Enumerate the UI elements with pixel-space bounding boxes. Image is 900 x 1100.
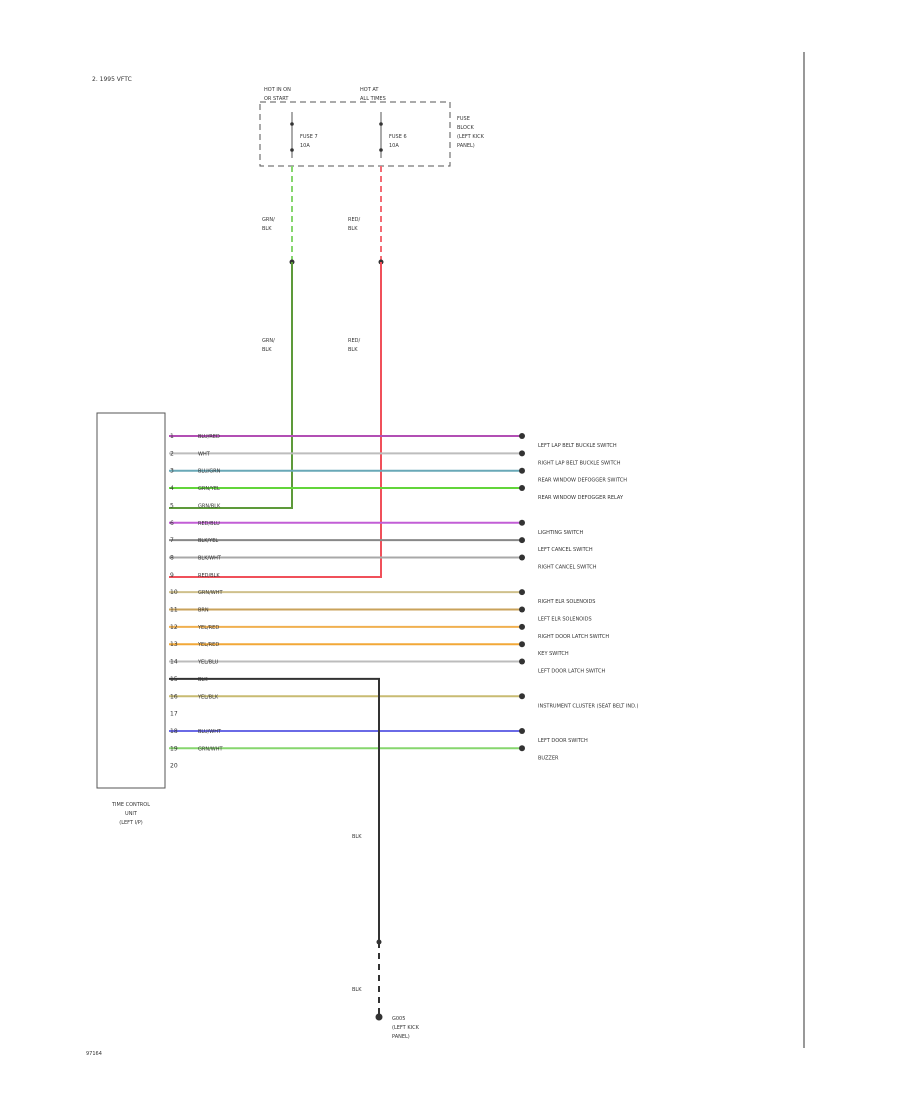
blk-ground-wire [169,677,380,942]
wire-label-pin-6: RED/BLU [198,521,220,527]
connector-dot-pin-13 [519,641,525,648]
connector-dot-pin-2 [519,450,525,457]
fuse-block-outline [259,101,451,167]
connector-dot-pin-3 [519,467,525,474]
model-note: 2. 1995 VFTC [92,76,132,83]
wire-label-pin-9: RED/BLK [198,573,220,579]
target-label-pin-12: RIGHT DOOR LATCH SWITCH [538,634,609,640]
red-blk-supply-wire [169,262,382,578]
pin-number-16: 16 [170,693,178,700]
target-label-pin-6: LIGHTING SWITCH [538,530,583,536]
wire-label-pin-11: BRN [198,608,209,614]
pin-number-18: 18 [170,728,178,735]
target-label-pin-16: INSTRUMENT CLUSTER (SEAT BELT IND.) [538,703,639,709]
pin-number-19: 19 [170,745,178,752]
grn-blk-supply-wire [169,262,293,509]
target-label-pin-2: RIGHT LAP BELT BUCKLE SWITCH [538,460,621,466]
wire-label-pin-7: BLK/YEL [198,538,218,544]
connector-dot-pin-19 [519,745,525,752]
wire-label-pin-8: BLK/WHT [198,555,222,561]
pin-number-11: 11 [170,607,178,614]
connector-dot-pin-6 [519,519,525,526]
pin-number-2: 2 [170,450,174,457]
blk-label-lower: BLK [352,987,362,993]
wire-label-pin-12: YEL/RED [197,625,219,631]
pin-number-8: 8 [170,554,174,561]
connector-dot-pin-10 [519,589,525,596]
pin-number-4: 4 [170,485,174,492]
connector-dot-pin-1 [519,433,525,439]
wire-label-pin-19: GRN/WHT [198,746,223,752]
target-label-pin-19: BUZZER [538,755,559,761]
wire-label-pin-4: GRN/YEL [198,486,220,492]
connector-dot-pin-7 [519,537,525,544]
target-label-pin-4: REAR WINDOW DEFOGGER RELAY [538,495,624,501]
wire-label-pin-13: YEL/RED [197,642,219,648]
wire-label-pin-2: WHT [198,451,211,457]
wire-label-pin-16: YEL/BLK [197,694,219,700]
pin-number-5: 5 [170,502,174,509]
target-label-pin-14: LEFT DOOR LATCH SWITCH [538,669,606,675]
pin-number-14: 14 [170,659,178,666]
pin-number-15: 15 [170,676,178,683]
page-ref: 97164 [86,1051,102,1057]
connector-dot-pin-16 [519,693,525,700]
pin-number-20: 20 [170,763,178,770]
wire-label-pin-10: GRN/WHT [198,590,223,596]
pin-number-6: 6 [170,520,174,527]
target-label-pin-13: KEY SWITCH [538,651,569,657]
time-control-unit-box [96,412,166,789]
grn-blk-label-upper: GRN/BLK [262,217,275,232]
wire-label-pin-18: BLU/WHT [198,729,222,735]
fuse-7-symbol-dot-bottom [290,148,294,152]
connector-dot-pin-12 [519,623,525,630]
red-blk-label-lower: RED/BLK [348,338,360,353]
grn-blk-label-lower: GRN/BLK [262,338,275,353]
wire-label-pin-1: BLU/RED [198,434,220,440]
pin-number-7: 7 [170,537,174,544]
connector-dot-pin-4 [519,485,525,492]
pin-number-9: 9 [170,572,174,579]
connector-dot-pin-8 [519,554,525,561]
pin-number-12: 12 [170,624,178,631]
pin-number-1: 1 [170,433,174,440]
pin-number-3: 3 [170,468,174,475]
fuse-7-symbol-dot-top [290,122,294,126]
ground-terminal-icon [375,1013,383,1021]
fuse-6-symbol-dot-top [379,122,383,126]
target-label-pin-7: LEFT CANCEL SWITCH [538,547,593,553]
pin-number-10: 10 [170,589,178,596]
target-label-pin-8: RIGHT CANCEL SWITCH [538,564,597,570]
target-label-pin-3: REAR WINDOW DEFOGGER SWITCH [538,478,627,484]
pin-number-13: 13 [170,641,178,648]
target-label-pin-18: LEFT DOOR SWITCH [538,738,588,744]
blk-label-upper: BLK [352,834,362,840]
connector-dot-pin-18 [519,727,525,734]
connector-dot-pin-14 [519,658,525,665]
wire-label-pin-15: BLK [198,677,208,683]
red-blk-label-upper: RED/BLK [348,217,360,232]
wire-label-pin-3: BLU/GRN [198,469,221,475]
wire-label-pin-14: YEL/BLU [197,660,219,666]
connector-dot-pin-11 [519,606,525,613]
target-label-pin-10: RIGHT ELR SOLENOIDS [538,599,595,605]
target-label-pin-11: LEFT ELR SOLENOIDS [538,617,592,623]
target-label-pin-1: LEFT LAP BELT BUCKLE SWITCH [538,443,617,449]
fuse-6-symbol-dot-bottom [379,148,383,152]
pin-number-17: 17 [170,711,178,718]
wire-label-pin-5: GRN/BLK [198,503,221,509]
